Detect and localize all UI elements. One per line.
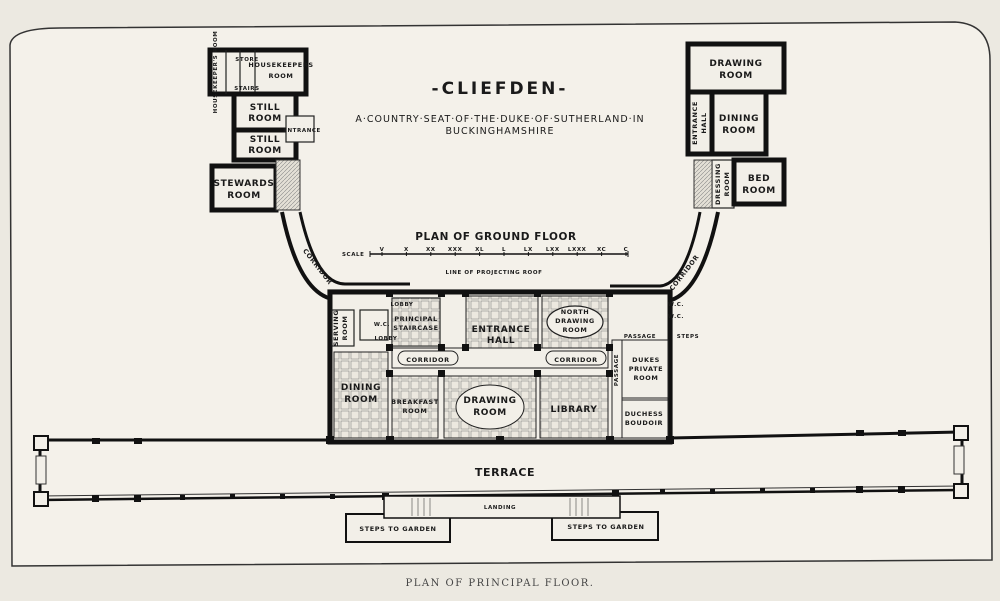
passage-side-label: PASSAGE xyxy=(614,354,620,386)
main-corridor-east-label: CORRIDOR xyxy=(554,356,597,364)
scale-tick-label: V xyxy=(380,247,385,253)
housekeepers-label-1: HOUSEKEEPERS xyxy=(248,61,313,69)
east-wing xyxy=(685,41,787,209)
dukes-label-1: DUKES xyxy=(632,356,660,364)
entrance-label: ENTRANCE xyxy=(283,128,321,134)
drawing-label-1: DRAWING xyxy=(463,396,516,406)
subtitle-line1: A·COUNTRY·SEAT·OF·THE·DUKE·OF·SUTHERLAND… xyxy=(355,114,644,125)
housekeepers-label-2: ROOM xyxy=(269,72,294,80)
passage-top-label: PASSAGE xyxy=(624,334,656,340)
still-room-2-label-1: STILL xyxy=(250,135,280,145)
dukes-label-2: PRIVATE xyxy=(629,365,663,373)
stewards-label-1: STEWARDS xyxy=(214,179,275,189)
wc-left-label: W.C. xyxy=(374,322,390,328)
wc-right-2-label: W.C. xyxy=(668,314,684,320)
duchess-label-1: DUCHESS xyxy=(625,410,664,418)
steps-label: STEPS xyxy=(677,334,699,340)
scale-label: SCALE xyxy=(342,252,365,258)
principal-label-1: PRINCIPAL xyxy=(394,315,438,323)
plate-caption: PLAN OF PRINCIPAL FLOOR. xyxy=(405,578,595,589)
dressing-label-1: DRESSING xyxy=(714,163,722,205)
housekeepers-small-label: HOUSEKEEPER'S ROOM xyxy=(213,31,219,114)
main-block xyxy=(326,289,674,445)
subtitle-line2: BUCKINGHAMSHIRE xyxy=(445,126,554,137)
roof-line-label: LINE OF PROJECTING ROOF xyxy=(446,270,543,276)
library-label: LIBRARY xyxy=(551,405,598,415)
still-room-1-label-1: STILL xyxy=(250,103,280,113)
scale-tick-label: XX xyxy=(426,247,436,253)
entrance-hall-label-1: ENTRANCE xyxy=(472,325,531,335)
scale-tick-label: C xyxy=(624,247,629,253)
east-dining-label-2: ROOM xyxy=(722,126,756,136)
scale-tick-label: LXX xyxy=(546,247,560,253)
lobby-label: LOBBY xyxy=(390,302,413,308)
breakfast-label-2: ROOM xyxy=(403,407,428,415)
scale-tick-label: X xyxy=(404,247,409,253)
stairs-label: STAIRS xyxy=(234,86,259,92)
still-room-1-label-2: ROOM xyxy=(248,114,282,124)
entrance-hall-label-2: HALL xyxy=(487,336,515,346)
scale-bar xyxy=(369,251,629,257)
scale-tick-label: LXXX xyxy=(568,247,587,253)
west-wing xyxy=(207,47,315,213)
duchess-label-2: BOUDOIR xyxy=(625,419,663,427)
store-label: STORE xyxy=(235,57,258,63)
still-room-2-label-2: ROOM xyxy=(248,146,282,156)
plan-title: -CLIEFDEN- xyxy=(432,79,569,99)
north-drawing-label-2: DRAWING xyxy=(555,317,595,325)
terrace xyxy=(33,425,969,543)
main-corridor-west-label: CORRIDOR xyxy=(406,356,449,364)
dining-label-1: DINING xyxy=(341,383,381,393)
steps-to-garden-left: STEPS TO GARDEN xyxy=(359,525,436,533)
scale-tick-label: L xyxy=(502,247,506,253)
serving-label-2: ROOM xyxy=(341,316,349,341)
east-dining-label-1: DINING xyxy=(719,114,759,124)
wc-right-1-label: W.C. xyxy=(668,302,684,308)
steps-to-garden-right: STEPS TO GARDEN xyxy=(567,523,644,531)
east-entrance-hall-label-1: ENTRANCE xyxy=(691,101,699,145)
east-entrance-hall-label-2: HALL xyxy=(700,112,708,133)
north-drawing-label-1: NORTH xyxy=(561,308,590,316)
bed-label-1: BED xyxy=(748,174,770,184)
east-drawing-label-2: ROOM xyxy=(719,71,753,81)
scale-tick-label: XC xyxy=(597,247,606,253)
drawing-label-2: ROOM xyxy=(473,408,507,418)
dukes-label-3: ROOM xyxy=(634,374,659,382)
serving-label-1: SERVING xyxy=(332,310,340,347)
east-drawing-label-1: DRAWING xyxy=(709,59,762,69)
breakfast-label-1: BREAKFAST xyxy=(391,398,439,406)
bed-label-2: ROOM xyxy=(742,186,776,196)
stewards-label-2: ROOM xyxy=(227,191,261,201)
ground-floor-title: PLAN OF GROUND FLOOR xyxy=(415,231,576,243)
landing-label: LANDING xyxy=(484,505,516,511)
scale-tick-label: XXX xyxy=(448,247,463,253)
principal-label-2: STAIRCASE xyxy=(393,324,438,332)
lobby-small-label: LOBBY xyxy=(374,336,397,342)
terrace-label: TERRACE xyxy=(475,466,535,479)
scale-tick-label: LX xyxy=(524,247,533,253)
scale-tick-label: XL xyxy=(475,247,484,253)
north-drawing-label-3: ROOM xyxy=(563,326,588,334)
dining-label-2: ROOM xyxy=(344,395,378,405)
dressing-label-2: ROOM xyxy=(723,172,731,197)
